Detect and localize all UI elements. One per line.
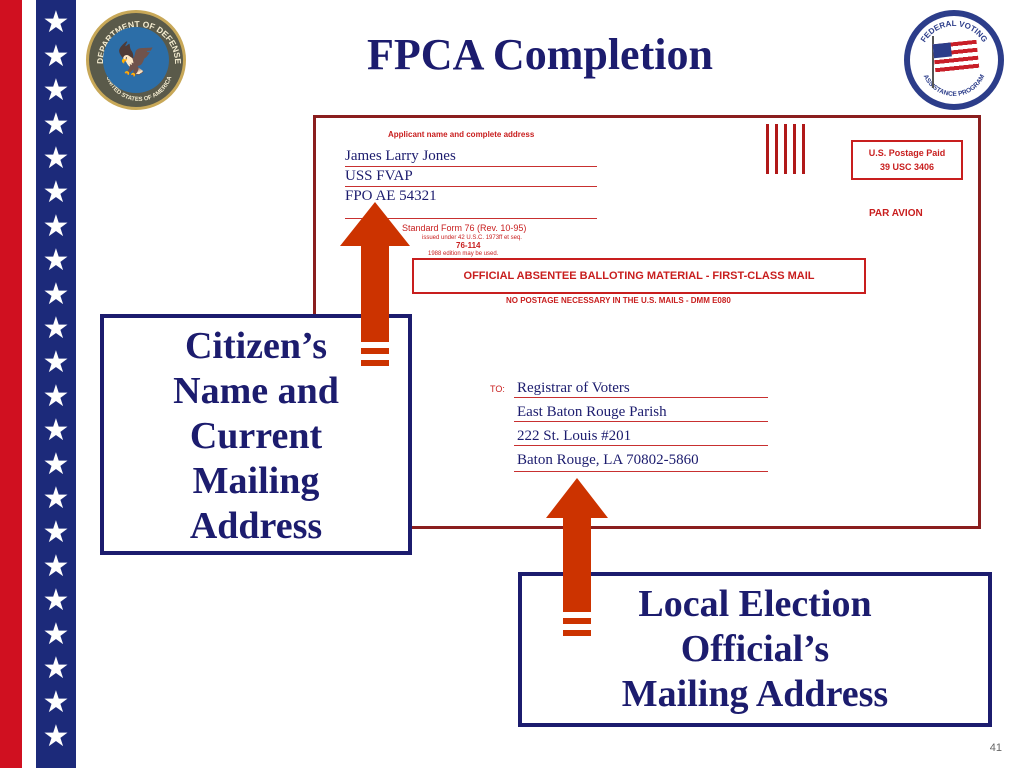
star-icon: ★ xyxy=(42,277,70,312)
flag-canton xyxy=(932,42,952,59)
svg-text:FEDERAL VOTING: FEDERAL VOTING xyxy=(919,19,989,44)
sender-line-rule xyxy=(345,218,597,219)
star-icon: ★ xyxy=(42,5,70,40)
callout-line: Local Election xyxy=(638,583,872,625)
fvap-seal-ring-text: FEDERAL VOTING ASSISTANCE PROGRAM xyxy=(919,19,989,98)
dod-seal: DEPARTMENT OF DEFENSE UNITED STATES OF A… xyxy=(86,10,186,110)
callout-line: Address xyxy=(189,505,323,547)
applicant-heading: Applicant name and complete address xyxy=(388,130,535,139)
star-icon: ★ xyxy=(42,447,70,482)
citizen-address-callout: Citizen’s Name and Current Mailing Addre… xyxy=(100,314,412,555)
postal-barcode xyxy=(766,124,816,174)
sender-fpo: FPO AE 54321 xyxy=(345,188,437,204)
form-id: Standard Form 76 (Rev. 10-95) xyxy=(402,223,527,233)
star-icon: ★ xyxy=(42,175,70,210)
no-postage-notice: NO POSTAGE NECESSARY IN THE U.S. MAILS -… xyxy=(506,296,731,305)
slide-title: FPCA Completion xyxy=(367,30,713,79)
up-arrow-icon xyxy=(546,478,608,636)
recipient-city: Baton Rouge, LA 70802-5860 xyxy=(517,452,699,468)
recipient-line-rule xyxy=(514,445,768,446)
callout-line: Mailing xyxy=(192,460,320,502)
star-icon: ★ xyxy=(42,311,70,346)
sender-line-rule xyxy=(345,186,597,187)
sender-name: James Larry Jones xyxy=(345,148,456,164)
postage-line-1: U.S. Postage Paid xyxy=(868,148,946,158)
flagpole-icon xyxy=(932,36,934,88)
star-icon: ★ xyxy=(42,481,70,516)
recipient-street: 222 St. Louis #201 xyxy=(517,428,632,444)
star-icon: ★ xyxy=(42,515,70,550)
fpca-envelope: Applicant name and complete address Jame… xyxy=(313,115,981,529)
callout-line: Official’s xyxy=(680,628,830,670)
up-arrow-icon xyxy=(340,202,410,366)
fvap-seal: FEDERAL VOTING ASSISTANCE PROGRAM xyxy=(904,10,1004,110)
postage-line-2: 39 USC 3406 xyxy=(879,162,935,172)
left-star-band: ★ ★ ★ ★ ★ ★ ★ ★ ★ ★ ★ ★ ★ ★ ★ ★ ★ ★ ★ ★ … xyxy=(36,0,76,768)
recipient-line-rule xyxy=(514,397,768,398)
star-icon: ★ xyxy=(42,651,70,686)
left-white-stripe xyxy=(22,0,36,768)
sender-line-rule xyxy=(345,166,597,167)
left-red-stripe xyxy=(0,0,22,768)
to-label: TO: xyxy=(490,384,505,394)
par-avion-label: PAR AVION xyxy=(869,208,923,219)
postage-paid-box: U.S. Postage Paid 39 USC 3406 xyxy=(851,140,963,180)
star-icon: ★ xyxy=(42,413,70,448)
star-icon: ★ xyxy=(42,107,70,142)
callout-line: Citizen’s xyxy=(184,325,328,367)
callout-line: Mailing Address xyxy=(621,673,889,715)
star-icon: ★ xyxy=(42,617,70,652)
form-number: 76-114 xyxy=(456,241,481,250)
star-icon: ★ xyxy=(42,209,70,244)
star-icon: ★ xyxy=(42,73,70,108)
recipient-title: Registrar of Voters xyxy=(517,380,630,396)
sender-unit: USS FVAP xyxy=(345,168,413,184)
star-icon: ★ xyxy=(42,685,70,720)
star-icon: ★ xyxy=(42,39,70,74)
star-icon: ★ xyxy=(42,549,70,584)
eagle-icon: 🦅 xyxy=(116,40,156,78)
callout-line: Name and xyxy=(173,370,339,412)
star-icon: ★ xyxy=(42,719,70,754)
star-icon: ★ xyxy=(42,141,70,176)
star-icon: ★ xyxy=(42,379,70,414)
star-icon: ★ xyxy=(42,345,70,380)
official-balloting-banner: OFFICIAL ABSENTEE BALLOTING MATERIAL - F… xyxy=(412,258,866,294)
form-edition: 1988 edition may be used. xyxy=(428,251,499,257)
election-official-callout: Local Election Official’s Mailing Addres… xyxy=(518,572,992,727)
star-icon: ★ xyxy=(42,583,70,618)
recipient-line-rule xyxy=(514,471,768,472)
form-authority: issued under 42 U.S.C. 1973ff et seq. xyxy=(422,235,522,241)
us-flag-icon xyxy=(932,39,980,75)
dod-seal-center: 🦅 xyxy=(103,27,169,93)
callout-line: Current xyxy=(189,415,323,457)
page-number: 41 xyxy=(989,742,1002,754)
star-icon: ★ xyxy=(42,243,70,278)
recipient-line-rule xyxy=(514,421,768,422)
recipient-parish: East Baton Rouge Parish xyxy=(517,404,667,420)
